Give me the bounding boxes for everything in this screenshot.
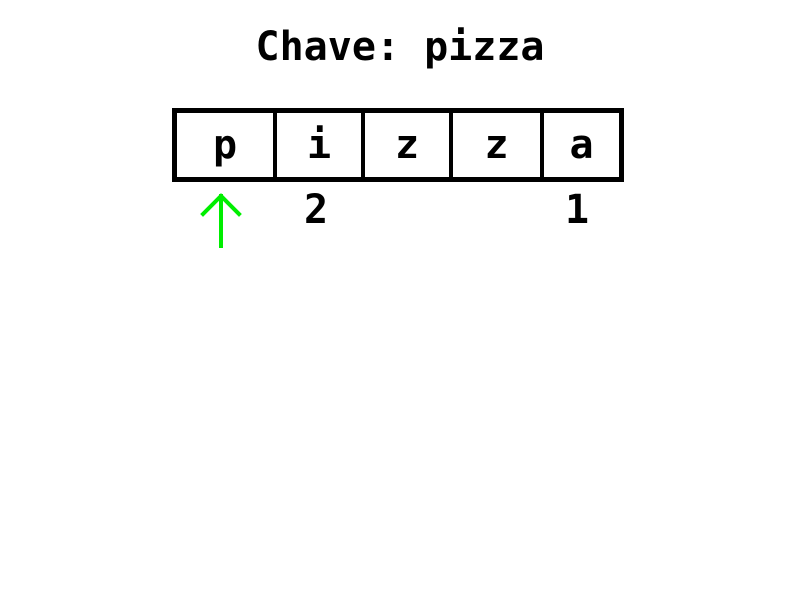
array-cell-1: i (273, 113, 361, 177)
up-arrow-icon (200, 193, 242, 248)
array-cell-0: p (212, 122, 238, 168)
array-cell-2: z (361, 113, 449, 177)
key-array: p i z z a (172, 108, 624, 182)
count-label-a: 1 (564, 187, 590, 233)
key-title: Chave: pizza (255, 24, 545, 70)
array-cell-4: a (540, 113, 619, 177)
count-label-i: 2 (303, 187, 329, 233)
array-cell-3: z (449, 113, 540, 177)
